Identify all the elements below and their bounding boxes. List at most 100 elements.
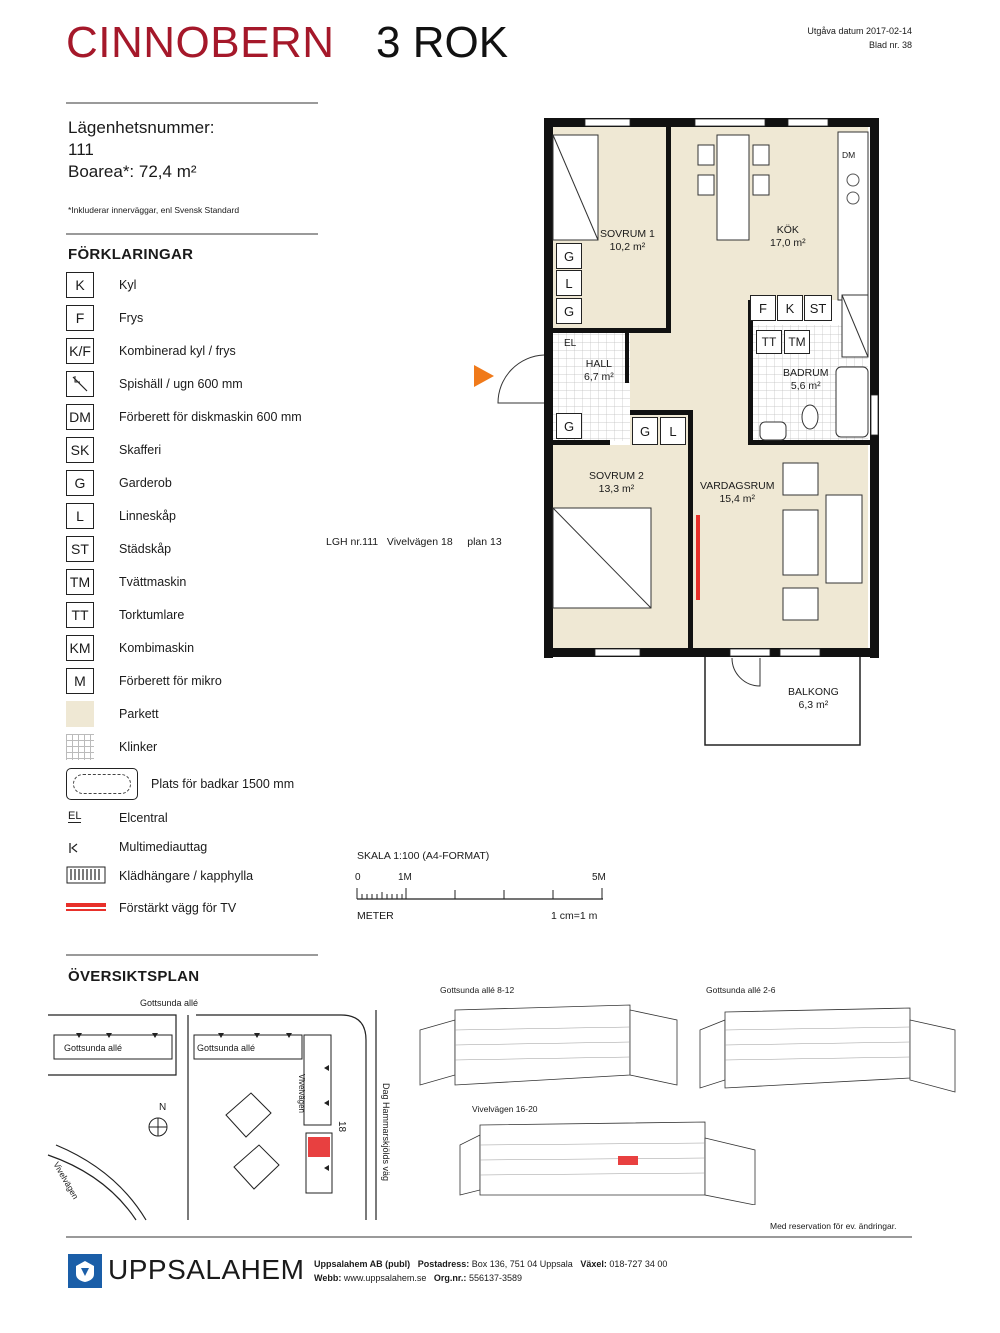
- legend-label: Kombimaskin: [119, 641, 195, 655]
- isometric-diagrams: [419, 1004, 956, 1205]
- brand-name: UPPSALAHEM: [108, 1254, 305, 1285]
- postal-address: Box 136, 751 04 Uppsala: [471, 1259, 573, 1269]
- scale-one: 1M: [398, 872, 412, 883]
- apartment-number: 111: [68, 140, 94, 159]
- entry-arrow-icon: [474, 365, 494, 387]
- bld-mid-label: Gottsunda allé: [197, 1043, 256, 1053]
- road-gottsunda: Gottsunda allé: [140, 998, 199, 1008]
- apartment-info: LGH nr.111 Vivelvägen 18 plan 13: [326, 536, 502, 548]
- footer-line-2: Webb: www.uppsalahem.se Org.nr.: 556137-…: [314, 1273, 522, 1283]
- divider: [66, 102, 318, 104]
- issue-date: Utgåva datum 2017-02-14: [807, 26, 912, 36]
- stove-icon: [66, 371, 94, 397]
- legend-item: F Frys: [66, 304, 143, 332]
- floor-plan: [474, 118, 879, 746]
- legend-code-box: TM: [66, 569, 94, 595]
- stove-icon: [846, 173, 860, 205]
- iso-title-3: Vivelvägen 16-20: [472, 1104, 538, 1114]
- legend-code-box: SK: [66, 437, 94, 463]
- elcentral-mark: EL: [564, 338, 577, 349]
- divider: [66, 954, 318, 956]
- divider: [66, 233, 318, 235]
- windows: [584, 118, 879, 657]
- scale-zero: 0: [355, 872, 361, 883]
- legend-item: Spishäll / ugn 600 mm: [66, 370, 243, 398]
- bathtub-legend-icon: [66, 768, 138, 800]
- linen-l-1: L: [556, 270, 582, 296]
- scale-five: 5M: [592, 872, 606, 883]
- phone-number: 018-727 34 00: [609, 1259, 668, 1269]
- scale-unit: METER: [357, 910, 394, 922]
- legend-label: Förberett för diskmaskin 600 mm: [119, 410, 302, 424]
- iso-title-1: Gottsunda allé 8-12: [440, 985, 515, 995]
- legend-label: Kyl: [119, 278, 137, 292]
- bld-gottsunda-mid: [193, 1034, 303, 1060]
- web-url[interactable]: www.uppsalahem.se: [343, 1273, 427, 1283]
- legend-label: Torktumlare: [119, 608, 185, 622]
- overview-title: ÖVERSIKTSPLAN: [68, 968, 200, 985]
- sheet-meta: Utgåva datum 2017-02-14 Blad nr. 38: [807, 24, 912, 52]
- highlight-building: [308, 1137, 330, 1157]
- fridge-k: K: [777, 295, 803, 321]
- bed-sovrum1: [552, 134, 599, 241]
- footer-divider: [66, 1236, 912, 1238]
- uppsalahem-logo-icon: [68, 1254, 102, 1288]
- scale-ratio: 1 cm=1 m: [551, 910, 598, 922]
- sheet-number: Blad nr. 38: [868, 40, 912, 50]
- elcentral-icon: EL: [68, 810, 82, 823]
- entrance-door: [497, 354, 545, 404]
- tv-wall: [696, 515, 700, 600]
- legend-code-box: ST: [66, 536, 94, 562]
- apartment-type: 3 ROK: [376, 18, 509, 67]
- scale-bar: [356, 888, 603, 900]
- legend-label: Spishäll / ugn 600 mm: [119, 377, 243, 391]
- bed-sovrum2: [552, 507, 652, 609]
- cleaning-st: ST: [804, 295, 832, 321]
- wardrobe-g-3: G: [556, 413, 582, 439]
- bathtub-label: Plats för badkar 1500 mm: [151, 777, 295, 791]
- kitchen-table: [697, 134, 770, 241]
- legend-item: K/F Kombinerad kyl / frys: [66, 337, 236, 365]
- apartment-number-label: Lägenhetsnummer:: [68, 118, 215, 137]
- living-furniture: [782, 462, 863, 621]
- road-dag-hammarskjold: Dag Hammarskjölds väg: [381, 1083, 391, 1182]
- legend-code-box: M: [66, 668, 94, 694]
- legend-label: Parkett: [119, 707, 159, 721]
- site-map: [47, 1010, 377, 1221]
- legend-label: Klinker: [119, 740, 158, 754]
- legend-item: K Kyl: [66, 271, 136, 299]
- legend-code-box: K/F: [66, 338, 94, 364]
- legend-item: Klinker: [66, 733, 157, 761]
- legend-code-box: TT: [66, 602, 94, 628]
- parquet-swatch: [66, 701, 94, 727]
- bld-vivelvagen: [303, 1034, 332, 1126]
- washer-tm: TM: [784, 330, 810, 354]
- legend-label: Kombinerad kyl / frys: [119, 344, 236, 358]
- balcony-outline: [704, 654, 861, 746]
- kitchen-counter: [837, 131, 869, 301]
- legend-label: Tvättmaskin: [119, 575, 187, 589]
- multimedia-icon: [68, 841, 78, 853]
- legend-code-box: K: [66, 272, 94, 298]
- tv-wall-icon-line: [66, 909, 106, 911]
- bld-left-label: Gottsunda allé: [64, 1043, 123, 1053]
- wardrobe-g-2: G: [556, 298, 582, 324]
- scale-title: SKALA 1:100 (A4-FORMAT): [357, 850, 490, 862]
- phone-label: Växel:: [580, 1259, 607, 1269]
- legend-label: Frys: [119, 311, 144, 325]
- hanger-label: Klädhängare / kapphylla: [119, 869, 254, 883]
- area-footnote: *Inkluderar innerväggar, enl Svensk Stan…: [68, 205, 240, 215]
- reservation-note: Med reservation för ev. ändringar.: [770, 1221, 897, 1231]
- legend-code-box: F: [66, 305, 94, 331]
- balcony-door: [731, 657, 761, 687]
